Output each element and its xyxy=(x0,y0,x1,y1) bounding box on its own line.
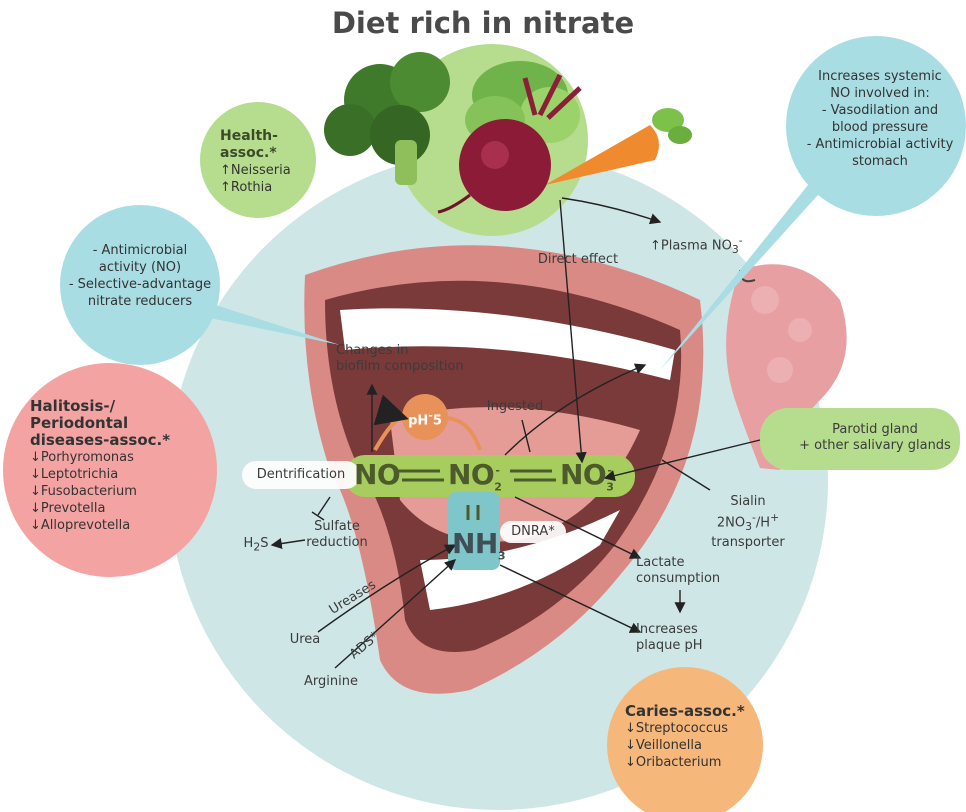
halitosis-heading: diseases-assoc.* xyxy=(30,432,210,449)
nh3-sub: 3 xyxy=(498,550,505,563)
health-item: ↑Rothia xyxy=(220,179,310,196)
no3-text: NO xyxy=(560,458,606,491)
no2-sup: - xyxy=(495,464,499,477)
ph-value: 5 xyxy=(433,413,442,428)
urea-label: Urea xyxy=(280,632,330,648)
antimicrobial-line: - Selective-advantage xyxy=(60,276,220,293)
sialin-text: 2NO xyxy=(717,515,745,530)
page-title: Diet rich in nitrate xyxy=(0,6,966,40)
parotid-line-1: Parotid gland xyxy=(790,422,960,438)
halitosis-heading: Halitosis-/ xyxy=(30,398,210,415)
halitosis-bubble: Halitosis-/ Periodontal diseases-assoc.*… xyxy=(30,398,210,534)
health-heading-2: assoc.* xyxy=(220,145,310,162)
health-item: ↑Neisseria xyxy=(220,162,310,179)
sialin-sup-2: + xyxy=(770,511,779,524)
health-bubble: Health- assoc.* ↑Neisseria ↑Rothia xyxy=(220,128,310,196)
caries-item: ↓Streptococcus xyxy=(625,720,755,737)
h2s-text: H xyxy=(244,536,254,551)
nh3-text: NH xyxy=(452,527,498,560)
sulfate-line-1: Sulfate xyxy=(292,519,382,535)
caries-heading: Caries-assoc.* xyxy=(625,703,755,720)
caries-bubble: Caries-assoc.* ↓Streptococcus ↓Veillonel… xyxy=(625,703,755,771)
h2s-label: H2S xyxy=(238,536,274,556)
plaque-line-1: Increases xyxy=(636,622,736,638)
sialin-line-3: transporter xyxy=(688,535,808,551)
arginine-label: Arginine xyxy=(296,674,366,690)
no3-sup: - xyxy=(607,464,611,477)
biofilm-line-2: biofilm composition xyxy=(336,359,486,375)
antimicrobial-line: activity (NO) xyxy=(60,259,220,276)
dnra-label: DNRA* xyxy=(500,521,566,543)
direct-effect-label: Direct effect xyxy=(528,252,628,268)
lactate-line-1: Lactate xyxy=(636,555,746,571)
antimicrobial-bubble: - Antimicrobial activity (NO) - Selectiv… xyxy=(60,242,220,310)
systemic-line: Increases systemic xyxy=(796,68,964,85)
plasma-sup: - xyxy=(739,234,743,247)
health-heading-1: Health- xyxy=(220,128,310,145)
plasma-sub: 3 xyxy=(732,243,739,256)
antimicrobial-line: nitrate reducers xyxy=(60,293,220,310)
biofilm-line-1: Changes in xyxy=(336,343,486,359)
sialin-label: Sialin 2NO3-/H+ transporter xyxy=(688,494,808,551)
halitosis-item: ↓Leptotrichia xyxy=(30,466,210,483)
systemic-line: NO involved in: xyxy=(796,85,964,102)
sialin-line-1: Sialin xyxy=(688,494,808,510)
ph-label: pH-5 xyxy=(402,408,448,429)
sialin-text-b: /H xyxy=(756,515,770,530)
no-molecule: NO xyxy=(354,458,400,491)
systemic-line: - Vasodilation and xyxy=(796,102,964,119)
sialin-sub: 3 xyxy=(745,520,752,533)
no3-molecule: NO3 - xyxy=(560,458,611,494)
parotid-label: Parotid gland + other salivary glands xyxy=(790,422,960,454)
halitosis-item: ↓Alloprevotella xyxy=(30,517,210,534)
dentrification-label: Dentrification xyxy=(242,461,360,489)
plasma-text: ↑Plasma NO xyxy=(650,238,732,253)
no3-sub: 3 xyxy=(606,481,613,494)
ingested-label: Ingested xyxy=(480,399,550,415)
nh3-molecule: NH3 xyxy=(452,527,505,563)
no2-molecule: NO2 - xyxy=(448,458,499,494)
no2-sub: 2 xyxy=(494,481,501,494)
lactate-label: Lactate consumption xyxy=(636,555,746,587)
halitosis-item: ↓Prevotella xyxy=(30,500,210,517)
halitosis-item: ↓Fusobacterium xyxy=(30,483,210,500)
biofilm-label: Changes in biofilm composition xyxy=(336,343,486,375)
systemic-line: stomach xyxy=(796,153,964,170)
h2s-end: S xyxy=(260,536,268,551)
sulfate-line-2: reduction xyxy=(292,535,382,551)
antimicrobial-line: - Antimicrobial xyxy=(60,242,220,259)
plaque-label: Increases plaque pH xyxy=(636,622,736,654)
parotid-line-2: + other salivary glands xyxy=(790,438,960,454)
ph-text: pH xyxy=(408,413,428,428)
halitosis-heading: Periodontal xyxy=(30,415,210,432)
systemic-line: - Antimicrobial activity xyxy=(796,136,964,153)
sulfate-label: Sulfate reduction xyxy=(292,519,382,551)
caries-item: ↓Veillonella xyxy=(625,737,755,754)
no2-text: NO xyxy=(448,458,494,491)
halitosis-item: ↓Porhyromonas xyxy=(30,449,210,466)
plasma-label: ↑Plasma NO3- xyxy=(650,233,770,258)
systemic-line: blood pressure xyxy=(796,119,964,136)
plaque-line-2: plaque pH xyxy=(636,638,736,654)
caries-item: ↓Oribacterium xyxy=(625,754,755,771)
systemic-bubble: Increases systemic NO involved in: - Vas… xyxy=(796,68,964,170)
lactate-line-2: consumption xyxy=(636,571,746,587)
